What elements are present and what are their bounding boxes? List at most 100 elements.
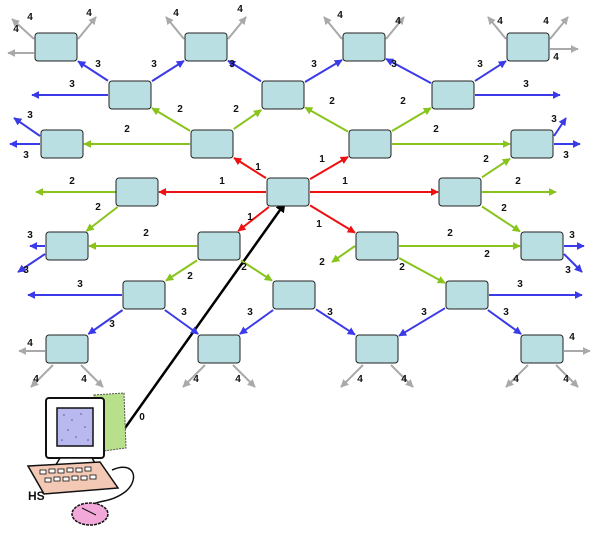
hop-3-label: 3 xyxy=(551,114,557,125)
hop-4-label: 4 xyxy=(395,16,401,27)
hop-2-label: 2 xyxy=(143,228,149,239)
hop-4-label: 4 xyxy=(553,52,559,63)
hop-3-label: 3 xyxy=(77,279,83,290)
hop-2-arrow xyxy=(481,157,511,179)
hop-2-label: 2 xyxy=(433,124,439,135)
hop-4-arrow xyxy=(505,364,529,388)
hop-2-arrow xyxy=(304,106,349,133)
hop-4-arrow xyxy=(549,16,569,40)
nodes-layer xyxy=(34,32,564,364)
hop-1-label: 1 xyxy=(319,154,325,165)
servent-node xyxy=(45,334,89,364)
hop-2-label: 2 xyxy=(124,124,130,135)
hop-2-label: 2 xyxy=(95,202,101,213)
hop-3-label: 3 xyxy=(23,150,29,161)
hop-1-arrow xyxy=(237,206,270,232)
servent-node xyxy=(431,80,475,110)
servent-node xyxy=(445,280,489,310)
servent-node-center xyxy=(266,177,310,207)
hop-4-arrow xyxy=(232,364,256,388)
hop-2-label: 2 xyxy=(319,257,325,268)
servent-node xyxy=(197,334,241,364)
hop-2-label: 2 xyxy=(400,96,406,107)
servent-node xyxy=(348,129,392,159)
hop-1-label: 1 xyxy=(247,212,253,223)
hop-2-arrow xyxy=(481,205,521,233)
servent-node xyxy=(438,177,482,207)
servent-node xyxy=(190,129,234,159)
hop-3-label: 3 xyxy=(523,79,529,90)
hop-4-label: 4 xyxy=(543,16,549,27)
hop-4-label: 4 xyxy=(173,8,179,19)
hop-3-label: 3 xyxy=(229,59,235,70)
hop-1-arrow xyxy=(309,156,349,180)
hop-0-label: 0 xyxy=(139,412,145,423)
hop-2-arrow xyxy=(391,107,432,132)
hop-4-label: 4 xyxy=(235,374,241,385)
servent-node xyxy=(520,231,564,261)
hop-4-arrow xyxy=(30,364,54,388)
hop-2-label: 2 xyxy=(483,154,489,165)
hop-2-arrow xyxy=(151,107,191,132)
hop-2-arrow xyxy=(398,257,446,284)
servent-node xyxy=(45,231,89,261)
servent-node xyxy=(261,80,305,110)
hop-2-arrow xyxy=(85,206,119,232)
hop-2-arrow xyxy=(233,109,262,130)
servent-node xyxy=(184,32,228,62)
hop-2-label: 2 xyxy=(69,176,75,187)
hop-2-label: 2 xyxy=(187,271,193,282)
hop-3-arrow xyxy=(87,309,124,335)
servent-node xyxy=(40,129,84,159)
hop-4-label: 4 xyxy=(193,374,199,385)
hop-4-label: 4 xyxy=(81,374,87,385)
hop-3-arrow xyxy=(77,60,109,82)
servent-node xyxy=(355,334,399,364)
hop-3-label: 3 xyxy=(565,265,571,276)
hop-4-label: 4 xyxy=(357,374,363,385)
hop-4-arrow xyxy=(227,16,247,40)
hop-3-label: 3 xyxy=(27,230,33,241)
hop-4-arrow xyxy=(323,16,343,40)
hop-1-label: 1 xyxy=(219,176,225,187)
hop-3-label: 3 xyxy=(23,265,29,276)
hop-3-arrow xyxy=(487,309,522,335)
hop-4-label: 4 xyxy=(27,338,33,349)
hop-2-label: 2 xyxy=(447,228,453,239)
host-label: HS xyxy=(28,489,45,503)
hop-4-arrow xyxy=(390,364,414,388)
hop-3-label: 3 xyxy=(563,150,569,161)
servent-node xyxy=(272,280,316,310)
servent-node xyxy=(108,80,152,110)
servent-node xyxy=(342,32,386,62)
hop-2-arrow xyxy=(331,245,356,263)
hop-1-label: 1 xyxy=(255,162,261,173)
hop-2-arrow xyxy=(240,259,273,282)
hop-2-label: 2 xyxy=(329,96,335,107)
hop-3-arrow xyxy=(151,60,185,82)
hop-3-label: 3 xyxy=(311,59,317,70)
hop-3-label: 3 xyxy=(151,59,157,70)
hop-4-label: 4 xyxy=(401,374,407,385)
hop-4-label: 4 xyxy=(13,24,19,35)
hop-3-arrow xyxy=(17,253,46,273)
hop-3-arrow xyxy=(398,307,446,337)
hop-4-arrow xyxy=(555,364,579,388)
hop-3-label: 3 xyxy=(391,59,397,70)
hop-3-arrow xyxy=(13,117,41,137)
hop-4-arrow xyxy=(340,364,364,388)
hop-4-arrow xyxy=(165,16,185,40)
hop-4-arrow xyxy=(385,16,405,40)
hop-2-label: 2 xyxy=(515,176,521,187)
hop-3-label: 3 xyxy=(109,319,115,330)
hop-4-label: 4 xyxy=(27,12,33,23)
hop-3-arrow xyxy=(474,60,507,82)
edges-layer xyxy=(7,16,591,436)
hop-3-label: 3 xyxy=(517,279,523,290)
hop-3-arrow xyxy=(563,253,583,273)
hop-4-arrow xyxy=(182,364,206,388)
servent-node xyxy=(506,32,550,62)
hop-3-arrow xyxy=(385,57,432,85)
